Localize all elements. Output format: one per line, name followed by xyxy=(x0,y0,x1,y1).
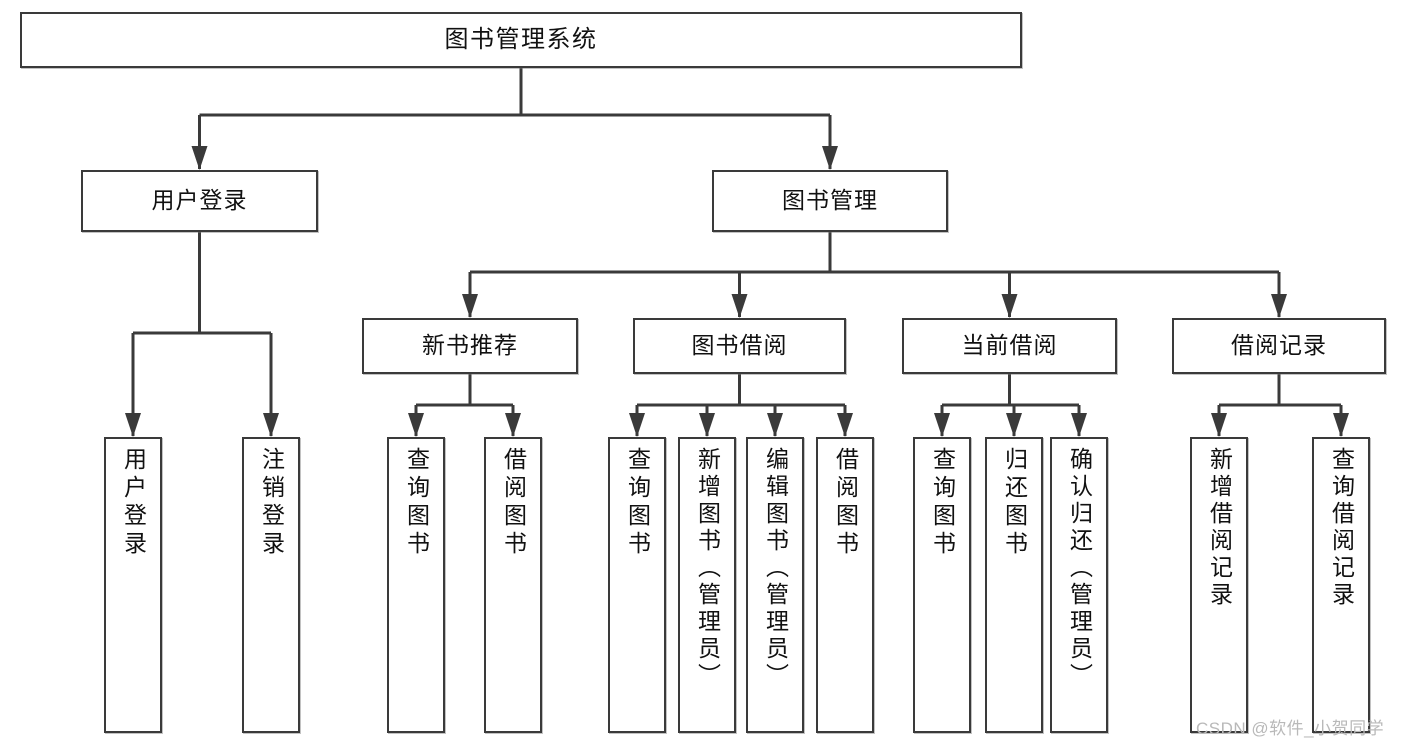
node-records[interactable]: 借阅记录 xyxy=(1172,318,1386,374)
node-b2[interactable]: 新增图书（管理员） xyxy=(678,437,736,733)
node-borrow[interactable]: 图书借阅 xyxy=(633,318,846,374)
node-login[interactable]: 用户登录 xyxy=(81,170,318,232)
node-r2[interactable]: 查询借阅记录 xyxy=(1312,437,1370,733)
node-current[interactable]: 当前借阅 xyxy=(902,318,1117,374)
node-label: 编辑图书（管理员） xyxy=(762,447,789,690)
node-label: 当前借阅 xyxy=(961,332,1058,359)
watermark: CSDN @软件_小贺同学 xyxy=(1196,719,1385,738)
node-label: 图书管理 xyxy=(782,187,878,214)
node-label: 借阅图书 xyxy=(832,447,859,559)
node-label: 用户登录 xyxy=(151,187,248,214)
node-l2[interactable]: 注销登录 xyxy=(242,437,300,733)
node-b3[interactable]: 编辑图书（管理员） xyxy=(746,437,804,733)
node-n1[interactable]: 查询图书 xyxy=(387,437,445,733)
node-newrec[interactable]: 新书推荐 xyxy=(362,318,578,374)
node-label: 新增借阅记录 xyxy=(1206,447,1233,609)
node-label: 确认归还（管理员） xyxy=(1066,447,1093,690)
node-label: 用户登录 xyxy=(120,447,147,559)
node-c2[interactable]: 归还图书 xyxy=(985,437,1043,733)
node-label: 借阅记录 xyxy=(1231,332,1327,359)
node-r1[interactable]: 新增借阅记录 xyxy=(1190,437,1248,733)
node-n2[interactable]: 借阅图书 xyxy=(484,437,542,733)
node-label: 借阅图书 xyxy=(500,447,527,559)
node-b4[interactable]: 借阅图书 xyxy=(816,437,874,733)
node-root[interactable]: 图书管理系统 xyxy=(20,12,1022,68)
node-label: 查询图书 xyxy=(624,447,651,559)
node-l1[interactable]: 用户登录 xyxy=(104,437,162,733)
node-label: 新增图书（管理员） xyxy=(694,447,721,690)
node-bookmgmt[interactable]: 图书管理 xyxy=(712,170,948,232)
node-label: 查询图书 xyxy=(929,447,956,559)
node-label: 查询图书 xyxy=(403,447,430,559)
node-label: 新书推荐 xyxy=(422,332,518,359)
node-label: 图书管理系统 xyxy=(444,25,598,53)
node-c1[interactable]: 查询图书 xyxy=(913,437,971,733)
node-label: 注销登录 xyxy=(258,447,285,559)
node-label: 查询借阅记录 xyxy=(1328,447,1355,609)
node-b1[interactable]: 查询图书 xyxy=(608,437,666,733)
node-c3[interactable]: 确认归还（管理员） xyxy=(1050,437,1108,733)
node-label: 归还图书 xyxy=(1001,447,1028,559)
node-label: 图书借阅 xyxy=(691,332,788,359)
